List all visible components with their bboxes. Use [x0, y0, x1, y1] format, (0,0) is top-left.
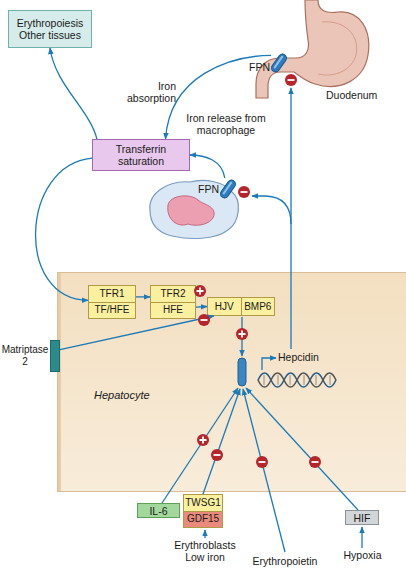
hepcidin-arrow [252, 196, 291, 224]
connector-arrow [190, 155, 225, 178]
node-text: HJV [215, 301, 234, 313]
node-text: IL-6 [149, 505, 167, 517]
signal-arrow [243, 389, 285, 552]
activation-sign [194, 285, 206, 297]
node-text: TF/HFE [95, 304, 130, 316]
channel-shape [271, 52, 287, 74]
free-label: Hypoxia [335, 549, 390, 561]
signal-capsule [238, 358, 246, 386]
macrophage-nucleus [168, 196, 214, 225]
channel-highlight [273, 55, 283, 68]
node-text: GDF15 [187, 513, 219, 525]
node-text: Erythropoiesis Other tissues [10, 17, 90, 41]
signal-box: TWSG1GDF15 [183, 494, 223, 528]
ferroportin-channel: FPN [220, 178, 236, 200]
stomach-illustration [256, 0, 369, 98]
channel-body [271, 53, 287, 74]
dna-strand [258, 373, 336, 387]
node-text: BMP6 [244, 301, 271, 313]
node-text: HIF [354, 512, 371, 524]
membrane-protein: Matriptase 2 [50, 340, 60, 372]
connector-arrow [36, 158, 92, 300]
node-text: FPN [249, 61, 270, 73]
node-cell: GDF15 [184, 511, 222, 528]
connector-arrow [50, 48, 97, 139]
inhibition-sign [256, 456, 268, 468]
dna-rungs [264, 375, 330, 385]
node-text: Transferrin saturation [109, 143, 173, 167]
edge-label: Iron absorption [120, 80, 176, 104]
node-text: FPN [198, 183, 219, 195]
channel-shape [220, 178, 236, 200]
activation-sign [197, 434, 209, 446]
inhibition-sign [238, 186, 250, 198]
receptor-box: HJV BMP6 [207, 297, 275, 316]
node-text: TFR2 [161, 288, 186, 300]
connector-arrow [60, 316, 214, 350]
receptor-box: TFR2HFE [150, 285, 196, 319]
connector-arrow [136, 296, 150, 297]
node-text: HFE [163, 304, 183, 316]
node-text: Hepatocyte [94, 389, 150, 401]
receptor-box: TFR1TF/HFE [88, 285, 136, 319]
signal-arrow [162, 388, 238, 503]
node-cell: TF/HFE [89, 302, 135, 319]
status-box: Transferrin saturation [92, 139, 190, 171]
cell-band: Hepatocyte TFR1TF/HFE TFR2HFE HJV BMP6 [57, 272, 406, 492]
edge-label: Iron release from macrophage [182, 112, 270, 136]
signal-box: IL-6 [137, 503, 180, 518]
node-cell: TFR2 [151, 286, 195, 302]
inhibition-sign [198, 314, 210, 326]
node-cell: TWSG1 [184, 495, 222, 511]
signal-box: HIF [345, 510, 379, 525]
channel-highlight [222, 181, 232, 194]
activation-sign [236, 328, 248, 340]
node-cell: TFR1 [89, 286, 135, 302]
free-label: Hepcidin [278, 351, 328, 363]
hepcidin-arrow [290, 88, 291, 349]
inhibition-sign [309, 456, 321, 468]
signal-arrow [246, 388, 358, 510]
node-cell: BMP6 [241, 298, 275, 315]
node-cell: HFE [151, 302, 195, 319]
macrophage-cell [150, 180, 239, 238]
free-label: Erythroblasts Low iron [170, 539, 240, 563]
inhibition-sign [211, 449, 223, 461]
node-cell: HJV [208, 298, 241, 315]
node-text: Matriptase 2 [0, 344, 50, 368]
stomach-fold [318, 22, 357, 75]
free-label: Erythropoietin [245, 555, 325, 567]
signal-arrow [241, 317, 242, 356]
ferroportin-channel: FPN [271, 52, 287, 74]
target-box: Erythropoiesis Other tissues [8, 10, 92, 48]
input-arrow [204, 530, 205, 538]
connector-arrow [166, 55, 272, 139]
channel-body [220, 179, 236, 200]
signal-arrow [203, 389, 240, 494]
dna-strand [258, 373, 336, 387]
connector-arrow [196, 306, 207, 308]
free-label: Duodenum [326, 89, 388, 101]
inhibition-sign [285, 74, 297, 86]
transcription-arrow [262, 358, 276, 370]
input-arrow [361, 527, 362, 548]
node-text: TWSG1 [185, 497, 221, 509]
node-text: TFR1 [100, 288, 125, 300]
